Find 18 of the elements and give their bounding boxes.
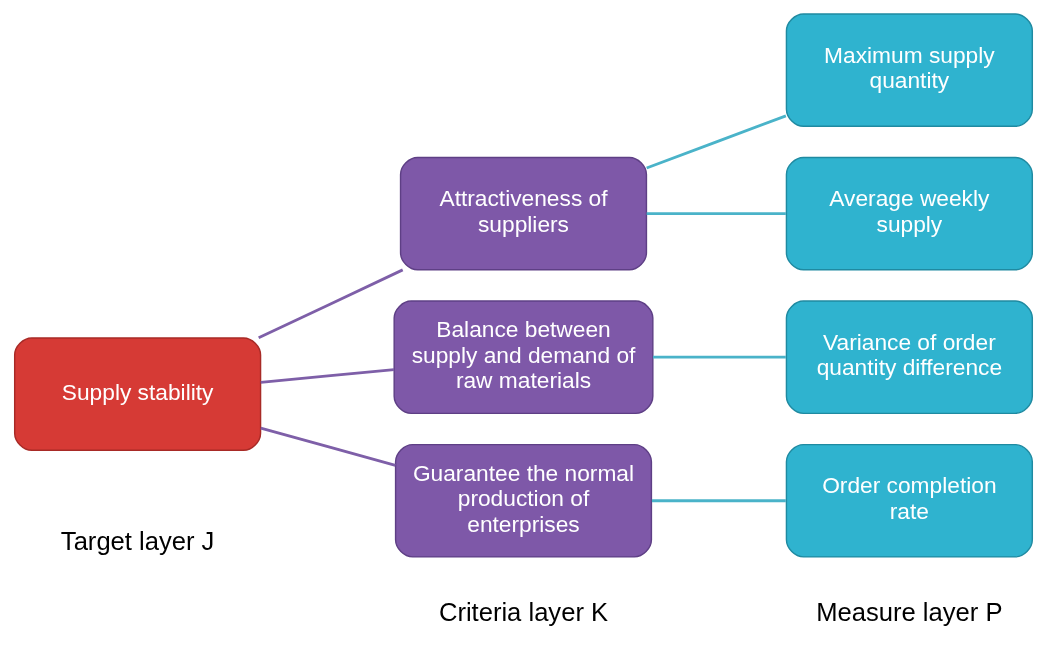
connector	[260, 368, 394, 384]
connector	[652, 355, 786, 359]
node-box: Supply stability	[13, 337, 261, 451]
label: Criteria layer K	[438, 597, 608, 626]
node-box: Balance between supply and demand of raw materials	[392, 300, 654, 415]
node-box: Guarantee the normal production of enterprises	[394, 443, 652, 558]
connector	[646, 212, 786, 216]
connector	[259, 426, 396, 467]
label: Measure layer P	[815, 597, 1002, 626]
node-box: Maximum supply quantity	[785, 13, 1033, 127]
node-box: Attractiveness of suppliers	[399, 156, 647, 271]
connector	[257, 268, 403, 340]
connector	[645, 114, 786, 170]
connector	[651, 499, 786, 503]
node-box: Order completion rate	[785, 443, 1033, 558]
label: Target layer J	[60, 526, 214, 555]
node-box: Average weekly supply	[785, 156, 1033, 271]
node-box: Variance of order quantity difference	[785, 300, 1033, 415]
